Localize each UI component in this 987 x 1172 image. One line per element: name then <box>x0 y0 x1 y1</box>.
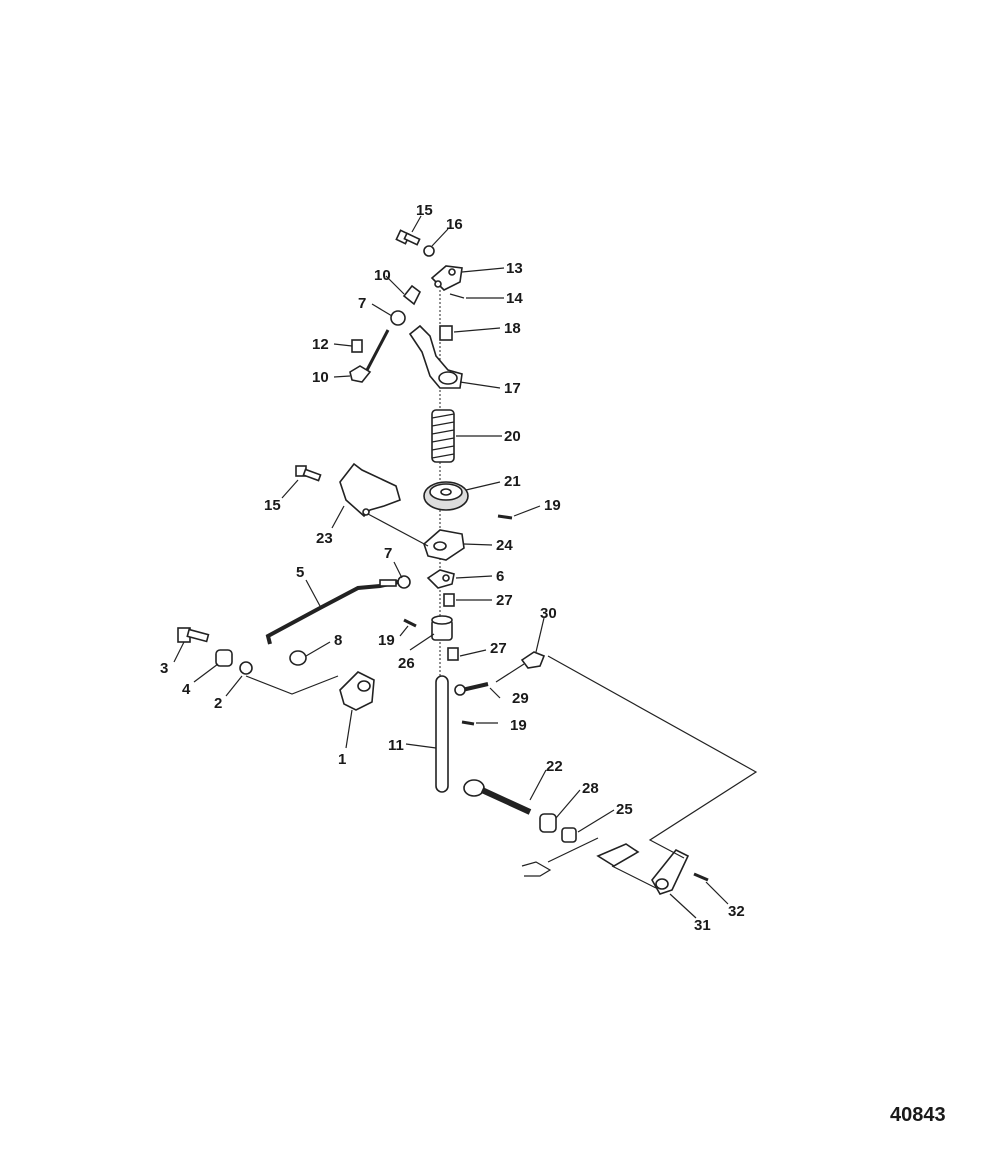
part-28-bushing <box>539 813 557 833</box>
part-31-lever <box>651 848 690 895</box>
callout-13: 13 <box>506 260 523 277</box>
callout-14: 14 <box>506 290 523 307</box>
link-2-1 <box>245 675 339 695</box>
callout-4: 4 <box>182 681 191 698</box>
callout-19-a: 19 <box>544 497 561 514</box>
callout-24: 24 <box>496 537 513 554</box>
link-plate-31 <box>611 865 657 889</box>
callout-17: 17 <box>504 380 521 397</box>
part-17-arm <box>408 324 463 389</box>
part-7-nut-mid <box>397 575 411 589</box>
link-29-30 <box>495 663 525 683</box>
link-25-cable <box>547 837 599 863</box>
part-20-spring <box>431 409 455 463</box>
part-32-pin <box>693 872 709 882</box>
callout-3: 3 <box>160 660 168 677</box>
link-plate <box>596 843 640 867</box>
callout-26: 26 <box>398 655 415 672</box>
part-16-washer <box>423 245 435 257</box>
callout-32: 32 <box>728 903 745 920</box>
callout-15-top: 15 <box>416 202 433 219</box>
callout-6: 6 <box>496 568 504 585</box>
part-22-pin <box>463 779 532 815</box>
callout-15-left: 15 <box>264 497 281 514</box>
callout-9: 10 <box>374 267 391 284</box>
leader-lines <box>173 215 729 919</box>
part-23-bracket <box>339 462 401 518</box>
part-12-nut <box>351 339 363 353</box>
part-10-swivel <box>349 365 372 383</box>
callout-5: 5 <box>296 564 304 581</box>
part-4-spacer <box>215 649 233 667</box>
part-13-clamp <box>430 265 463 291</box>
part-1-lever <box>339 671 375 711</box>
part-15-bolt-left <box>295 465 322 482</box>
callout-7-mid: 7 <box>384 545 392 562</box>
callout-23: 23 <box>316 530 333 547</box>
part-27-nut-upper <box>443 593 455 607</box>
part-7-nut-top <box>390 310 406 326</box>
threaded-rod <box>364 329 390 373</box>
callout-18: 18 <box>504 320 521 337</box>
callout-11: 11 <box>388 737 404 754</box>
part-9-clip <box>402 284 422 306</box>
part-14-pin <box>449 293 465 299</box>
link-23-24 <box>367 513 429 547</box>
callout-28: 28 <box>582 780 599 797</box>
part-29-link <box>454 682 489 696</box>
part-8-bushing <box>289 650 307 666</box>
part-19-pin-c <box>461 720 475 726</box>
callout-1: 1 <box>338 751 346 768</box>
callout-27-lower: 27 <box>490 640 507 657</box>
part-21-pulley <box>423 481 469 511</box>
callout-27-upper: 27 <box>496 592 513 609</box>
part-6-swivel <box>426 569 455 589</box>
callout-21: 21 <box>504 473 521 490</box>
link-30-31 <box>547 655 758 859</box>
callout-19-c: 19 <box>510 717 527 734</box>
part-24-block <box>423 529 465 561</box>
part-26-collar <box>431 615 453 641</box>
callout-30: 30 <box>540 605 557 622</box>
callout-8: 8 <box>334 632 342 649</box>
callout-20: 20 <box>504 428 521 445</box>
callout-10: 10 <box>312 369 329 386</box>
callout-31: 31 <box>694 917 711 934</box>
part-30-swivel <box>520 651 546 669</box>
part-19-pin-b <box>403 618 417 628</box>
callout-19-b: 19 <box>378 632 395 649</box>
figure-number: 40843 <box>890 1104 946 1126</box>
part-5-threaded-end <box>379 579 397 587</box>
callout-12: 12 <box>312 336 329 353</box>
callout-25: 25 <box>616 801 633 818</box>
callout-22: 22 <box>546 758 563 775</box>
callout-29: 29 <box>512 690 529 707</box>
callout-labels: 15 16 13 10 7 14 18 12 10 17 20 21 19 15… <box>160 202 745 934</box>
callout-16: 16 <box>446 216 463 233</box>
cable-end <box>521 861 552 877</box>
callout-7-top: 7 <box>358 295 366 312</box>
part-11-shaft <box>435 675 449 793</box>
part-27-nut-lower <box>447 647 459 661</box>
part-3-bolt <box>177 627 210 643</box>
part-15-bolt-top <box>395 229 421 246</box>
part-19-pin-a <box>497 514 513 520</box>
part-2-washer <box>239 661 253 675</box>
callout-2: 2 <box>214 695 222 712</box>
part-25-spacer <box>561 827 577 843</box>
part-18-bushing <box>439 325 453 341</box>
